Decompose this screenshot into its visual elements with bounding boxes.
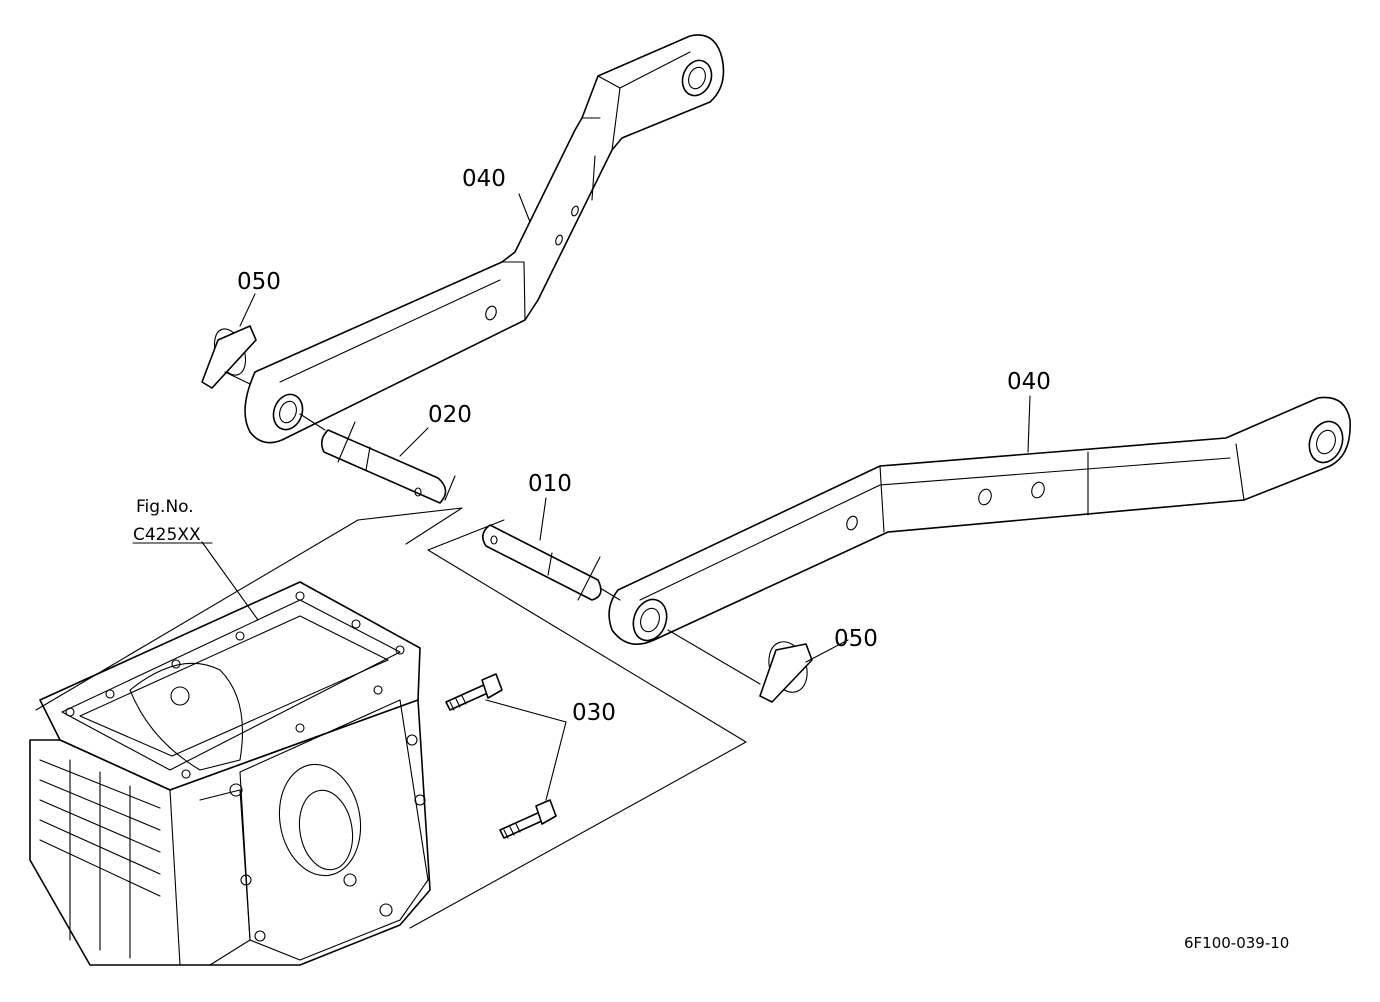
bolt-lower [499,799,557,839]
upper-lift-link [244,34,725,444]
label-upper-link: 040 [462,166,506,192]
linch-pin-lower [667,629,813,703]
transmission-case [29,581,431,966]
grouping-brackets [35,507,747,929]
label-clip-lower: 050 [834,626,878,652]
label-bolts: 030 [572,700,616,726]
pin-020 [299,413,456,504]
label-fig-ref-line2: C425XX [133,525,201,545]
label-clip-upper: 050 [237,269,281,295]
label-fig-ref-line1: Fig.No. [136,497,194,517]
label-lower-link: 040 [1007,369,1051,395]
pin-010 [482,524,621,601]
lower-lift-link [608,396,1351,646]
label-pin-lower: 010 [528,471,572,497]
leader-lines [201,193,1031,801]
linch-pin-upper [201,325,257,389]
drawing-code: 6F100-039-10 [1184,934,1289,952]
bolt-upper [445,673,503,711]
label-pin-upper: 020 [428,402,472,428]
